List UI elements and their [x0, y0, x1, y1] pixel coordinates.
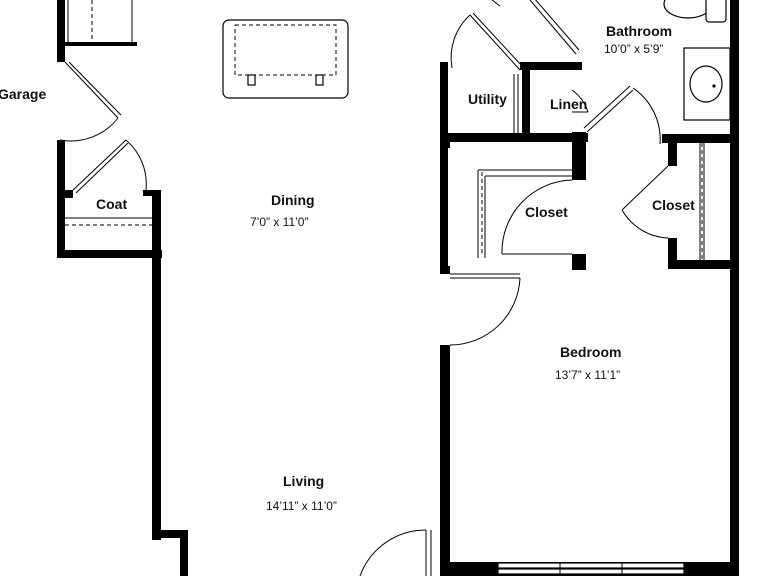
living-dims: 14’11” x 11’0” — [266, 499, 337, 513]
closet-right-label: Closet — [652, 197, 695, 213]
center-closet — [477, 169, 573, 258]
bathroom-label: Bathroom — [606, 23, 672, 39]
bedroom-door — [449, 273, 521, 346]
bathroom-door — [491, 0, 661, 145]
bedroom-label: Bedroom — [560, 344, 621, 360]
linen-label: Linen — [550, 96, 587, 112]
garage-label: Garage — [0, 86, 46, 102]
utility-door — [450, 12, 523, 133]
closet-center-label: Closet — [525, 204, 568, 220]
dining-table — [222, 19, 349, 99]
linen-door — [571, 89, 589, 113]
utility-label: Utility — [468, 91, 507, 107]
coat-door — [65, 139, 152, 226]
bedroom-bottom-wall — [440, 562, 739, 576]
garage-door — [59, 61, 122, 142]
vanity-sink — [683, 47, 731, 121]
right-closet — [621, 143, 705, 260]
upper-left-closet — [67, 0, 133, 42]
dining-dims: 7’0” x 11’0” — [250, 215, 308, 229]
coat-label: Coat — [96, 196, 127, 212]
living-label: Living — [283, 473, 324, 489]
bathroom-walls — [662, 0, 739, 576]
dining-label: Dining — [271, 192, 315, 208]
bedroom-dims: 13’7” x 11’1” — [555, 368, 620, 382]
toilet — [663, 0, 727, 23]
central-walls — [440, 62, 588, 576]
entry-door — [359, 529, 432, 576]
left-walls — [57, 0, 188, 576]
bathroom-dims: 10’0” x 5’9” — [604, 42, 663, 56]
labels: Garage Coat Dining 7’0” x 11’0” Living 1… — [0, 23, 695, 513]
